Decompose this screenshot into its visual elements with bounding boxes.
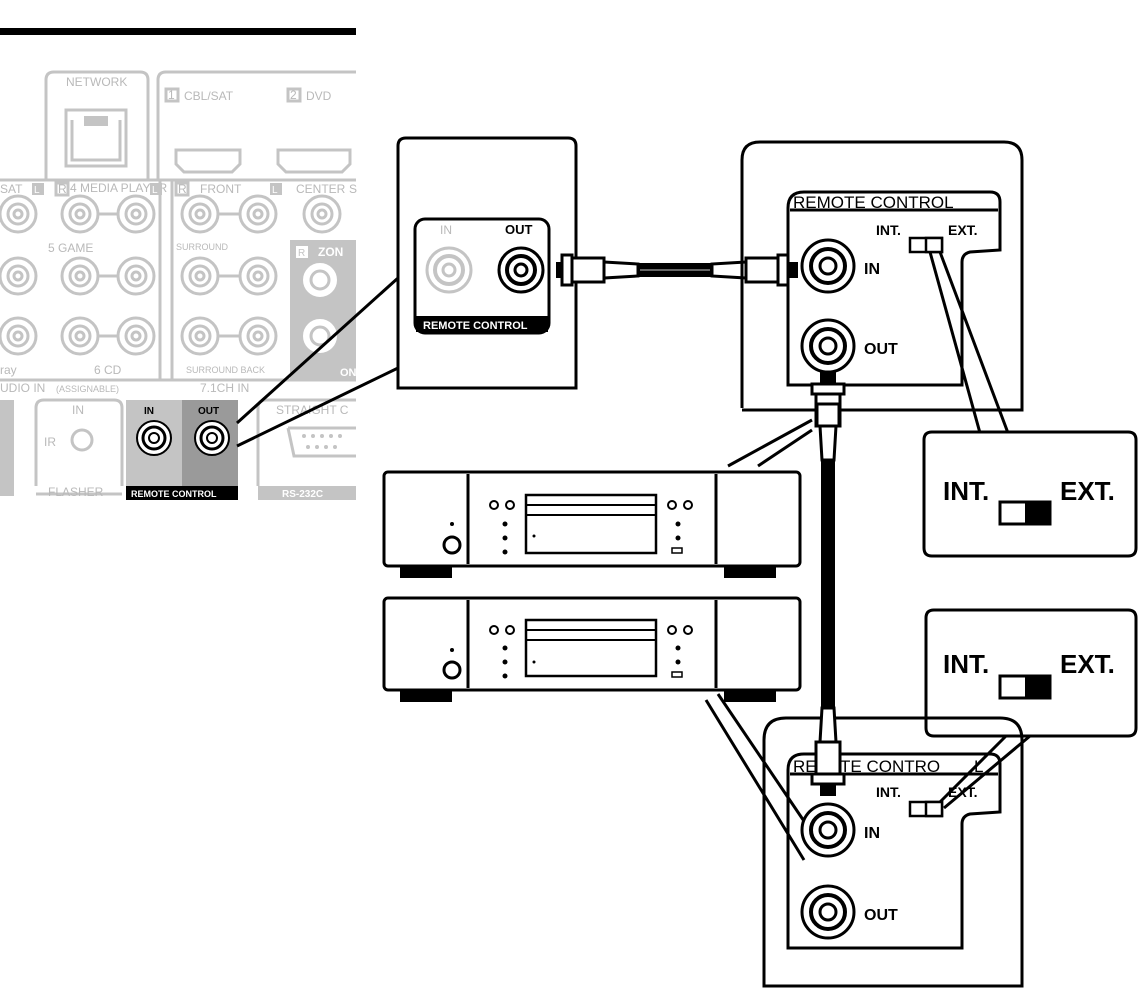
player-top-power-button bbox=[442, 535, 462, 555]
network-label: NETWORK bbox=[66, 75, 127, 89]
svg-text:INT.: INT. bbox=[876, 784, 901, 800]
svg-text:1: 1 bbox=[168, 88, 175, 102]
svg-text:OUT: OUT bbox=[505, 222, 533, 237]
analog-jack-row-2 bbox=[0, 256, 278, 296]
svg-text:REMOTE CONTROL: REMOTE CONTROL bbox=[423, 320, 528, 332]
zoom-callout-lines bbox=[235, 276, 400, 448]
svg-text:L: L bbox=[34, 185, 40, 196]
svg-text:L: L bbox=[974, 757, 983, 776]
analog-jack-row-1 bbox=[0, 194, 342, 234]
svg-text:SAT: SAT bbox=[0, 182, 23, 196]
svg-text:7.1CH IN: 7.1CH IN bbox=[200, 381, 249, 395]
player-remote-panel-top: REMOTE CONTROL INT. EXT. IN OUT bbox=[740, 140, 1024, 412]
zone-section bbox=[290, 240, 356, 380]
svg-text:DVD: DVD bbox=[306, 89, 332, 103]
svg-text:FLASHER: FLASHER bbox=[48, 485, 104, 499]
svg-text:UDIO IN: UDIO IN bbox=[0, 381, 45, 395]
player-bottom-power-button bbox=[442, 660, 462, 680]
svg-text:CENTER: CENTER bbox=[296, 182, 346, 196]
svg-text:4 MEDIA PLAYER: 4 MEDIA PLAYER bbox=[70, 181, 167, 195]
receiver-remote-zoom: REMOTE CONTROL IN OUT bbox=[396, 136, 578, 390]
svg-text:IN: IN bbox=[144, 406, 154, 417]
svg-text:(ASSIGNABLE): (ASSIGNABLE) bbox=[56, 384, 119, 394]
hdmi-port-2 bbox=[276, 148, 352, 174]
svg-text:TE CONTRO: TE CONTRO bbox=[840, 757, 940, 776]
hdmi-port-1 bbox=[174, 148, 242, 174]
player-remote-panel-bottom: RE TE CONTRO L INT. EXT. IN OUT bbox=[762, 716, 1024, 988]
svg-text:IN: IN bbox=[72, 403, 84, 417]
svg-text:SURROUND BACK: SURROUND BACK bbox=[186, 365, 265, 375]
switch-zoom-bottom: INT. EXT. bbox=[924, 608, 1138, 738]
player-top-disc-tray bbox=[524, 493, 658, 555]
svg-text:CBL/SAT: CBL/SAT bbox=[184, 89, 234, 103]
svg-text:OUT: OUT bbox=[864, 907, 898, 924]
svg-text:EXT.: EXT. bbox=[1060, 476, 1115, 506]
svg-text:OUT: OUT bbox=[864, 341, 898, 358]
svg-text:IN: IN bbox=[864, 825, 880, 842]
svg-text:IN: IN bbox=[864, 261, 880, 278]
svg-text:L: L bbox=[272, 185, 278, 196]
rs232c-port bbox=[286, 426, 356, 458]
svg-text:ZON: ZON bbox=[318, 245, 343, 259]
ir-flasher-jack bbox=[70, 428, 94, 452]
player-top bbox=[382, 470, 802, 578]
svg-text:RS-232C: RS-232C bbox=[282, 489, 323, 500]
svg-text:FRONT: FRONT bbox=[200, 182, 242, 196]
svg-text:EXT.: EXT. bbox=[948, 222, 978, 238]
player-bottom-disc-tray bbox=[524, 618, 658, 678]
switch-zoom-top: INT. EXT. bbox=[922, 430, 1138, 558]
svg-text:R: R bbox=[298, 248, 305, 259]
svg-text:S: S bbox=[349, 182, 357, 196]
svg-text:REMOTE CONTROL: REMOTE CONTROL bbox=[131, 489, 217, 499]
svg-text:INT.: INT. bbox=[876, 222, 901, 238]
receiver-remote-jacks: IN OUT REMOTE CONTROL bbox=[126, 400, 238, 500]
ethernet-port bbox=[64, 108, 128, 168]
receiver-rear-panel: NETWORK 1 CBL/SAT 2 DVD SAT L R 4 MEDIA … bbox=[0, 28, 357, 500]
svg-text:L: L bbox=[152, 185, 158, 196]
svg-text:RE: RE bbox=[793, 757, 817, 776]
horizontal-cable bbox=[556, 253, 798, 287]
svg-text:IR: IR bbox=[44, 435, 56, 449]
svg-text:ray: ray bbox=[0, 363, 17, 377]
analog-jack-row-3 bbox=[0, 316, 278, 356]
svg-text:6 CD: 6 CD bbox=[94, 363, 122, 377]
svg-text:OUT: OUT bbox=[198, 406, 219, 417]
player-panel-top-title: REMOTE CONTROL bbox=[793, 193, 954, 212]
svg-text:R: R bbox=[58, 182, 67, 196]
svg-text:EXT.: EXT. bbox=[1060, 649, 1115, 679]
vertical-cable bbox=[810, 372, 846, 796]
svg-text:INT.: INT. bbox=[943, 649, 989, 679]
svg-text:ON: ON bbox=[340, 367, 357, 379]
player-bottom bbox=[382, 596, 802, 702]
svg-text:SURROUND: SURROUND bbox=[176, 242, 229, 252]
panel-top-bar bbox=[0, 28, 356, 35]
svg-text:IN: IN bbox=[440, 223, 452, 237]
svg-text:R: R bbox=[178, 182, 187, 196]
svg-text:5 GAME: 5 GAME bbox=[48, 241, 93, 255]
svg-text:2: 2 bbox=[290, 88, 297, 102]
svg-text:INT.: INT. bbox=[943, 476, 989, 506]
